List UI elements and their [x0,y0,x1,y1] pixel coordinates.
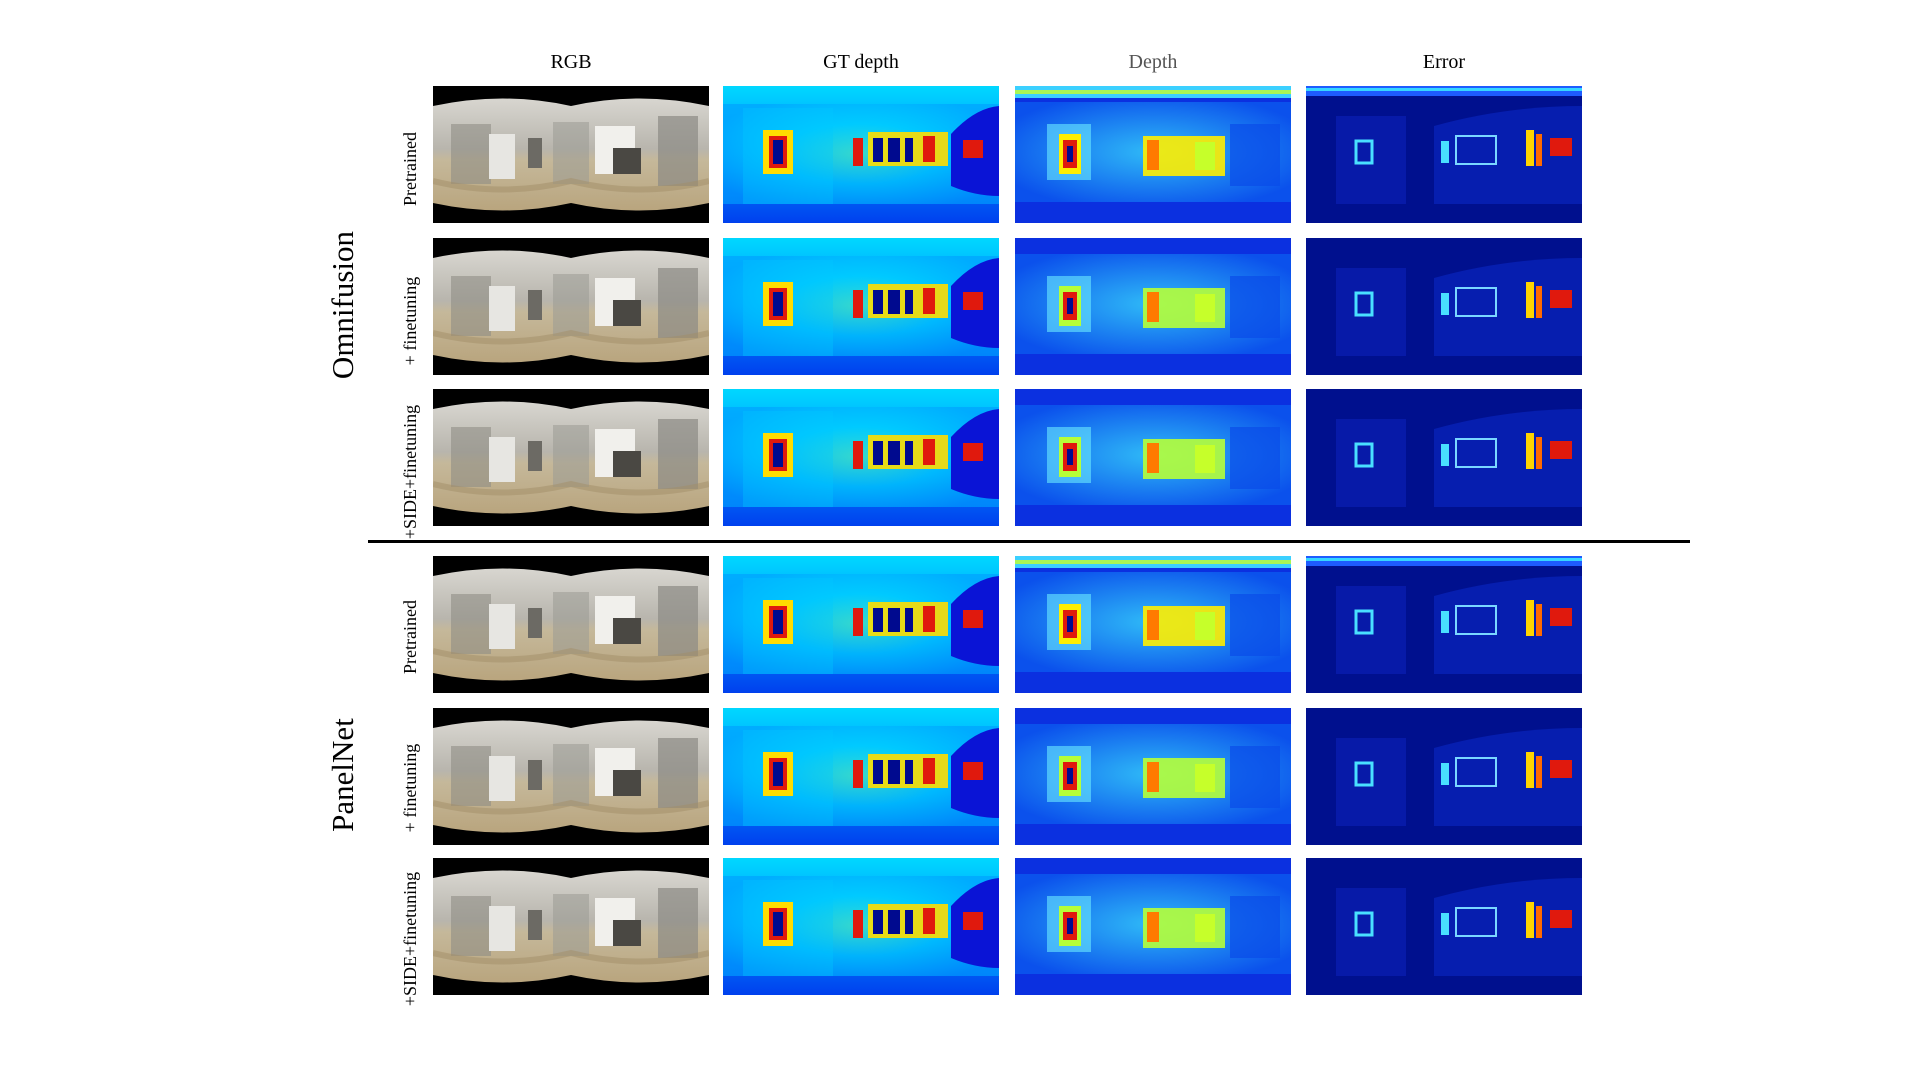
panel-omnifusion-side-finetuning-rgb [433,389,709,526]
panel-omnifusion-pretrained-depth [1015,86,1291,223]
panel-omnifusion-pretrained-rgb [433,86,709,223]
panel-omnifusion-side-finetuning-depth [1015,389,1291,526]
row-label-omnifusion-side-finetuning: +SIDE+finetuning [400,404,420,540]
panel-panelnet-side-finetuning-rgb [433,858,709,995]
panel-panelnet-finetuning-error [1306,708,1582,845]
row-label-panelnet-pretrained: Pretrained [400,600,420,674]
panel-panelnet-finetuning-depth [1015,708,1291,845]
panel-panelnet-pretrained-rgb [433,556,709,693]
column-header-depth: Depth [1128,51,1178,73]
panel-panelnet-side-finetuning-gt-depth [723,858,999,995]
panel-omnifusion-finetuning-error [1306,238,1582,375]
panel-omnifusion-finetuning-rgb [433,238,709,375]
row-label-panelnet-finetuning: + finetuning [400,743,420,833]
column-header-gt-depth: GT depth [823,51,899,73]
panel-panelnet-finetuning-gt-depth [723,708,999,845]
panel-panelnet-side-finetuning-depth [1015,858,1291,995]
row-label-omnifusion-pretrained: Pretrained [400,132,420,206]
panel-panelnet-finetuning-rgb [433,708,709,845]
panel-panelnet-pretrained-depth [1015,556,1291,693]
group-divider [368,540,1690,543]
panel-omnifusion-pretrained-error [1306,86,1582,223]
panel-omnifusion-finetuning-gt-depth [723,238,999,375]
group-label-omnifusion: Omnifusion [325,230,360,380]
column-header-rgb: RGB [550,51,592,73]
panel-panelnet-side-finetuning-error [1306,858,1582,995]
panel-omnifusion-finetuning-depth [1015,238,1291,375]
group-label-panelnet: PanelNet [325,718,360,832]
row-label-panelnet-side-finetuning: +SIDE+finetuning [400,871,420,1007]
panel-omnifusion-side-finetuning-gt-depth [723,389,999,526]
column-header-error: Error [1422,51,1466,73]
panel-panelnet-pretrained-error [1306,556,1582,693]
panel-omnifusion-side-finetuning-error [1306,389,1582,526]
panel-panelnet-pretrained-gt-depth [723,556,999,693]
row-label-omnifusion-finetuning: + finetuning [400,276,420,366]
panel-omnifusion-pretrained-gt-depth [723,86,999,223]
